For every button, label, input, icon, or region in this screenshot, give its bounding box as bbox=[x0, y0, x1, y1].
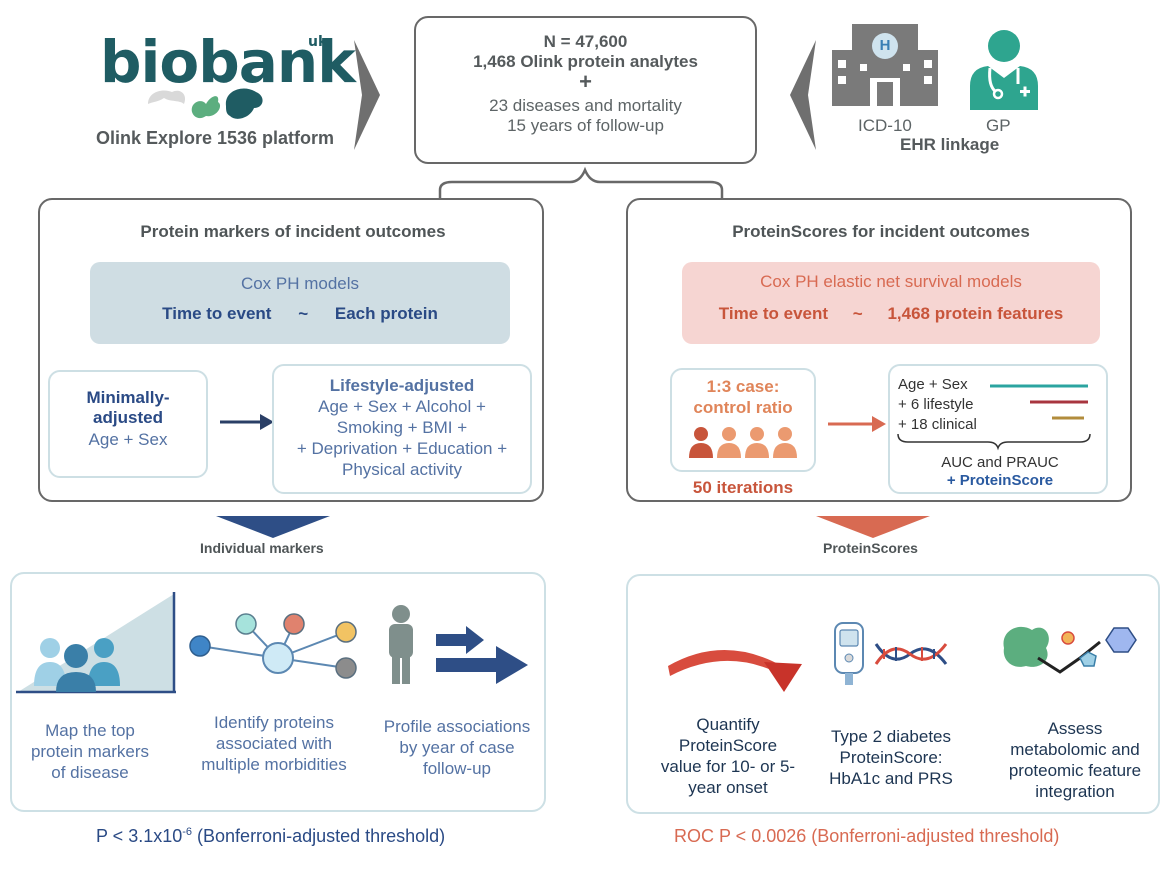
bonferroni-threshold-right: ROC P < 0.0026 (Bonferroni-adjusted thre… bbox=[674, 826, 1060, 846]
tilde-symbol: ~ bbox=[852, 304, 863, 323]
dna-icon bbox=[874, 643, 948, 665]
case-control-box: 1:3 case: control ratio bbox=[670, 368, 816, 472]
profile-associations-text: Profile associations by year of case fol… bbox=[383, 717, 531, 778]
cox-ph-models-pill: Cox PH models Time to event ~ Each prote… bbox=[90, 262, 510, 344]
proteinscores-label: ProteinScores bbox=[823, 540, 918, 556]
time-to-event-label: Time to event bbox=[162, 304, 272, 323]
map-markers-text: Map the top protein markers of disease bbox=[30, 721, 150, 782]
threshold-p: P < 3.1x10 bbox=[96, 826, 183, 846]
hospital-letter: H bbox=[879, 37, 891, 54]
people-icon bbox=[689, 427, 797, 458]
auc-label: AUC and PRAUC bbox=[941, 454, 1059, 471]
proteinscores-box: ProteinScores for incident outcomes Cox … bbox=[626, 198, 1132, 502]
logo-wordmark: biobank bbox=[100, 28, 356, 96]
cohort-plus: + bbox=[579, 69, 592, 94]
cohort-analytes: 1,468 Olink protein analytes bbox=[473, 52, 698, 71]
minimally-adjusted-covariates: Age + Sex bbox=[88, 430, 168, 449]
arrow-right-icon bbox=[354, 40, 380, 150]
model-comparison-box: Age + Sex + 6 lifestyle + 18 clinical AU… bbox=[888, 364, 1108, 494]
each-protein-label: Each protein bbox=[334, 304, 438, 323]
arrow-right-icon bbox=[828, 416, 886, 432]
brain-icon bbox=[148, 90, 186, 104]
liver-icon bbox=[225, 88, 263, 119]
plus-proteinscore-label: + ProteinScore bbox=[946, 472, 1054, 489]
model-age-sex: Age + Sex bbox=[898, 376, 968, 393]
chevron-down-icon bbox=[816, 516, 930, 538]
minimally-adjusted-title: Minimally- adjusted bbox=[86, 388, 170, 427]
hospital-icon bbox=[832, 24, 938, 106]
cox-model-title: Cox PH models bbox=[240, 274, 360, 293]
brace-connector bbox=[438, 166, 724, 200]
curved-arrow-icon bbox=[668, 650, 802, 692]
chevron-down-icon bbox=[216, 516, 330, 538]
bonferroni-threshold-left: P < 3.1x10-6 (Bonferroni-adjusted thresh… bbox=[96, 826, 445, 847]
threshold-exponent: -6 bbox=[182, 826, 193, 838]
logo-suffix: uk bbox=[308, 34, 328, 50]
cohort-n: N = 47,600 bbox=[543, 32, 628, 51]
lifestyle-adjusted-box: Lifestyle-adjusted Age + Sex + Alcohol +… bbox=[272, 364, 532, 494]
individual-markers-label: Individual markers bbox=[200, 540, 324, 556]
lifestyle-covariates-3: + Deprivation + Education + bbox=[296, 439, 508, 458]
network-icon bbox=[189, 613, 357, 679]
gp-doctor-icon bbox=[970, 30, 1038, 110]
proteinscores-title: ProteinScores for incident outcomes bbox=[732, 222, 1030, 241]
lifestyle-covariates-2: Smoking + BMI + bbox=[336, 418, 468, 437]
elastic-net-title: Cox PH elastic net survival models bbox=[760, 272, 1022, 291]
population-icon bbox=[16, 592, 176, 694]
protein-markers-box: Protein markers of incident outcomes Cox… bbox=[38, 198, 544, 502]
model-clinical: + 18 clinical bbox=[898, 416, 977, 433]
proteinscores-panel: Quantify ProteinScore value for 10- or 5… bbox=[626, 574, 1160, 814]
arrow-right-icon bbox=[220, 414, 274, 430]
iterations-label: 50 iterations bbox=[692, 478, 794, 497]
lifestyle-adjusted-title: Lifestyle-adjusted bbox=[329, 376, 475, 395]
t2d-text: Type 2 diabetes ProteinScore: HbA1c and … bbox=[829, 727, 953, 788]
threshold-note: (Bonferroni-adjusted threshold) bbox=[192, 826, 446, 846]
elastic-net-pill: Cox PH elastic net survival models Time … bbox=[682, 262, 1100, 344]
protein-features-label: 1,468 protein features bbox=[887, 304, 1064, 323]
minimally-adjusted-box: Minimally- adjusted Age + Sex bbox=[48, 370, 208, 478]
icd10-label: ICD-10 bbox=[858, 116, 912, 135]
biobank-logo: biobank uk bbox=[100, 28, 356, 96]
protein-markers-title: Protein markers of incident outcomes bbox=[140, 222, 446, 241]
quantify-text: Quantify ProteinScore value for 10- or 5… bbox=[660, 715, 796, 797]
lifestyle-covariates-1: Age + Sex + Alcohol + bbox=[318, 397, 486, 416]
glucose-meter-icon bbox=[834, 622, 864, 685]
lifestyle-covariates-4: Physical activity bbox=[342, 460, 462, 479]
person-timeline-icon bbox=[389, 605, 528, 684]
individual-markers-panel: Map the top protein markers of disease I… bbox=[10, 572, 546, 812]
platform-label: Olink Explore 1536 platform bbox=[95, 128, 335, 148]
molecule-icon bbox=[1003, 626, 1137, 674]
pancreas-icon bbox=[191, 96, 221, 119]
identify-proteins-text: Identify proteins associated with multip… bbox=[201, 713, 347, 774]
ehr-linkage-label: EHR linkage bbox=[900, 135, 1000, 154]
organ-icons bbox=[148, 88, 263, 119]
cohort-summary-box: N = 47,600 1,468 Olink protein analytes … bbox=[414, 16, 757, 164]
arrow-left-icon bbox=[790, 40, 816, 150]
cohort-followup: 15 years of follow-up bbox=[507, 116, 664, 135]
assess-integration-text: Assess metabolomic and proteomic feature… bbox=[1008, 719, 1142, 801]
model-lifestyle: + 6 lifestyle bbox=[898, 396, 974, 413]
model-lines bbox=[897, 384, 1091, 451]
time-to-event-label: Time to event bbox=[718, 304, 829, 323]
gp-label: GP bbox=[986, 116, 1011, 135]
tilde-symbol: ~ bbox=[298, 304, 309, 323]
cohort-diseases: 23 diseases and mortality bbox=[489, 96, 682, 115]
case-control-ratio: 1:3 case: control ratio bbox=[693, 377, 793, 417]
brace-icon bbox=[897, 433, 1091, 451]
